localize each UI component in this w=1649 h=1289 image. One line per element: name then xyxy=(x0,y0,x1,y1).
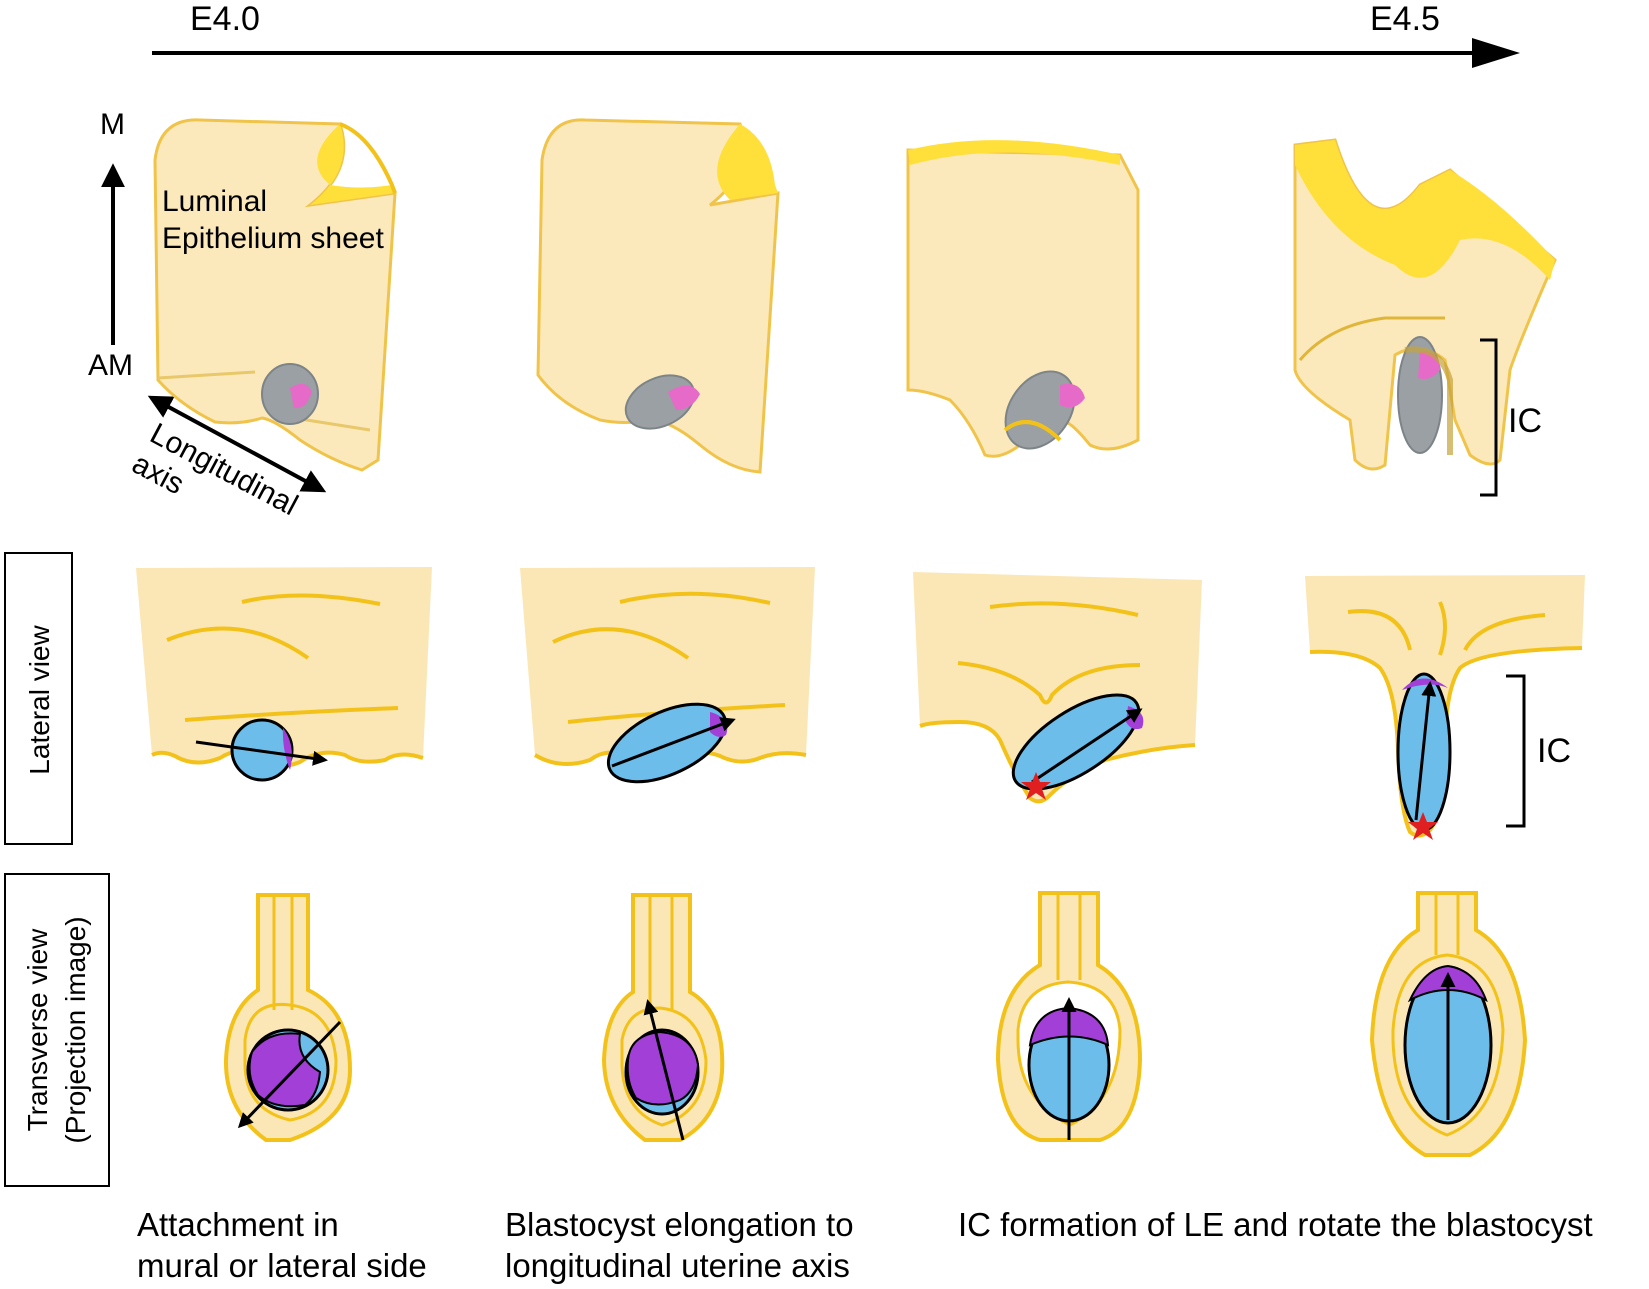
icm-3d-1 xyxy=(290,383,312,409)
star-icon xyxy=(1021,772,1051,800)
blastocyst-lateral-2 xyxy=(606,702,728,784)
transverse-row-label-line2: (Projection image) xyxy=(60,916,91,1143)
ic-bracket-lateral xyxy=(1506,674,1526,828)
sheet-label-line2: Epithelium sheet xyxy=(162,222,384,255)
transverse-panel-1 xyxy=(223,893,353,1142)
icm-3d-3 xyxy=(1060,383,1085,408)
longitudinal-axis-arrow xyxy=(147,395,327,493)
caption-3-line1: IC formation of LE and rotate the blasto… xyxy=(958,1206,1593,1243)
transverse-row-label-line1: Transverse view xyxy=(22,928,53,1132)
icm-transverse-1 xyxy=(248,1032,322,1108)
lateral-panel-1 xyxy=(136,567,432,782)
caption-1-line1: Attachment in xyxy=(137,1206,339,1243)
lateral-panel-2 xyxy=(520,567,815,784)
m-label: M xyxy=(100,108,125,141)
transverse-row-box xyxy=(4,873,110,1187)
row-transverse: Transverse view (Projection image) xyxy=(4,873,1528,1187)
star-icon xyxy=(1408,812,1438,840)
blastocyst-lateral-3 xyxy=(1011,693,1141,791)
ic-label-3d: IC xyxy=(1508,402,1542,440)
sheet-label-line1: Luminal xyxy=(162,185,267,218)
transverse-panel-4 xyxy=(1369,891,1528,1157)
caption-2-line1: Blastocyst elongation to xyxy=(505,1206,854,1243)
transverse-panel-3 xyxy=(995,891,1143,1142)
row-3d: M AM Longitudinal axis Luminal Epitheliu… xyxy=(88,108,1557,522)
embryo-3d-3 xyxy=(1004,370,1076,450)
row-lateral: Lateral view xyxy=(4,552,1585,845)
timeline: E4.0 E4.5 xyxy=(152,0,1520,68)
timeline-end-label: E4.5 xyxy=(1370,0,1440,38)
ic-bracket-3d xyxy=(1480,338,1498,497)
captions: Attachment in mural or lateral side Blas… xyxy=(137,1206,1593,1284)
caption-2-line2: longitudinal uterine axis xyxy=(505,1247,850,1284)
caption-1-line2: mural or lateral side xyxy=(137,1247,427,1284)
am-label: AM xyxy=(88,349,133,382)
timeline-arrowhead-icon xyxy=(1472,38,1520,68)
icm-transverse-2 xyxy=(626,1030,700,1106)
embryo-3d-1 xyxy=(261,363,319,425)
sheet-3d-2 xyxy=(536,118,780,474)
lateral-row-label: Lateral view xyxy=(24,625,55,775)
sheet-3d-4: IC xyxy=(1293,138,1557,497)
ic-label-lateral: IC xyxy=(1537,732,1571,770)
icm-lateral-1 xyxy=(282,728,292,770)
lateral-panel-3 xyxy=(913,572,1202,804)
sheet-3d-1: Luminal Epithelium sheet xyxy=(153,118,397,472)
lateral-panel-4: IC xyxy=(1305,575,1585,840)
timeline-start-label: E4.0 xyxy=(190,0,260,38)
icm-3d-2 xyxy=(668,385,700,410)
lateral-row-box xyxy=(4,552,73,845)
sheet-3d-3 xyxy=(906,140,1140,458)
transverse-panel-2 xyxy=(601,893,725,1142)
